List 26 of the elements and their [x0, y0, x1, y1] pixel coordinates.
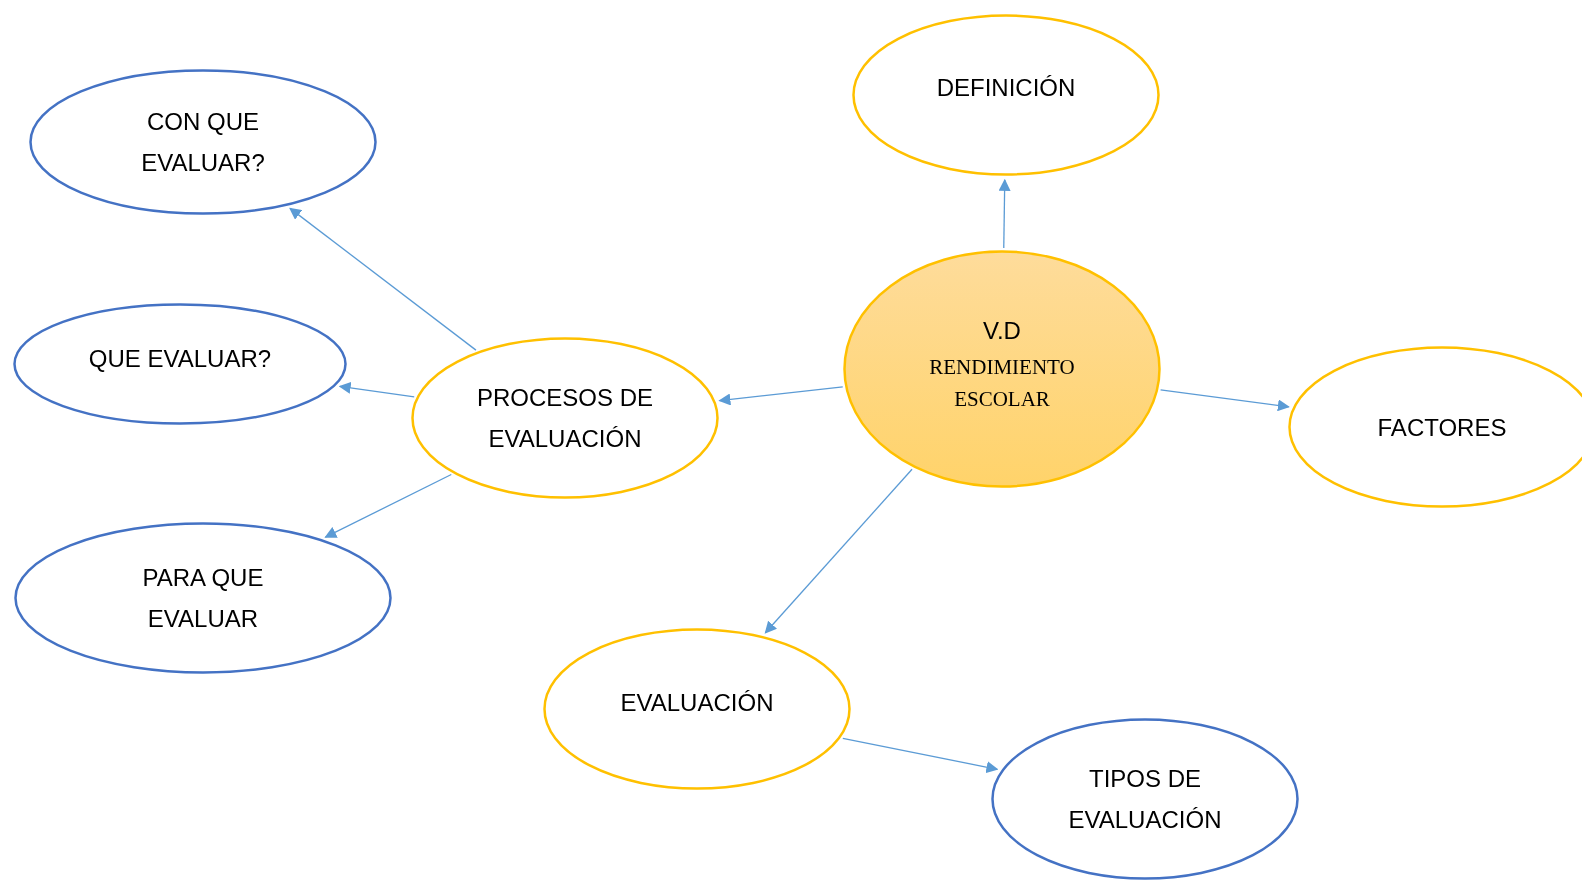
node-label: FACTORES — [1377, 412, 1507, 443]
arrow — [338, 382, 415, 398]
ellipse-node — [543, 628, 851, 790]
ellipse-node — [411, 337, 719, 499]
node-label: TIPOS DE EVALUACIÓN — [1067, 764, 1223, 835]
arrow — [764, 468, 913, 634]
node-label: PROCESOS DE EVALUACIÓN — [475, 383, 654, 454]
ellipse-node — [852, 14, 1160, 176]
ellipse-node — [13, 303, 347, 425]
arrow — [1159, 389, 1290, 412]
node-label: QUE EVALUAR? — [88, 343, 272, 374]
node-label: PARA QUE EVALUAR — [141, 563, 265, 634]
node-label: DEFINICIÓN — [936, 72, 1076, 103]
arrow — [998, 178, 1011, 249]
arrow — [842, 737, 999, 774]
arrow — [289, 207, 477, 351]
arrow — [324, 473, 452, 538]
ellipse-node — [843, 250, 1161, 488]
arrow — [718, 386, 844, 406]
ellipse-node — [991, 718, 1299, 880]
node-label: RENDIMIENTO ESCOLAR — [928, 353, 1076, 413]
node-label: EVALUACIÓN — [620, 687, 774, 718]
node-label: CON QUE EVALUAR? — [140, 107, 266, 178]
ellipse-node — [14, 522, 392, 674]
node-label: V.D — [982, 315, 1022, 346]
ellipse-node — [29, 69, 377, 215]
